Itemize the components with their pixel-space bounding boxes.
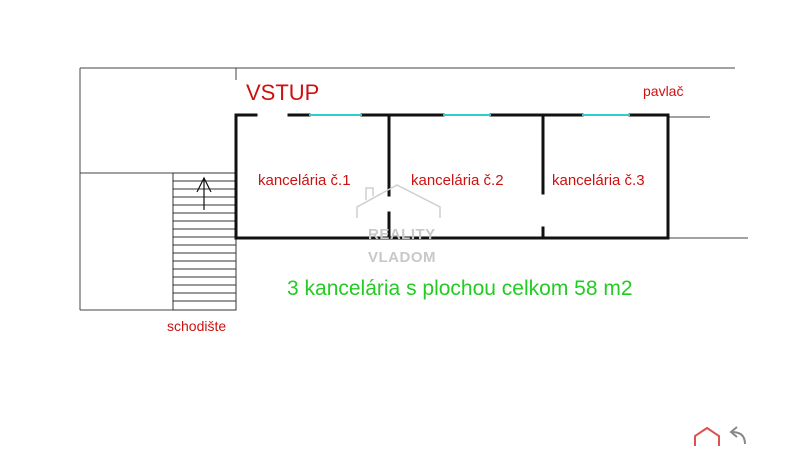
entrance-label: VSTUP [246,80,320,105]
watermark-house-icon [356,184,441,218]
stairs-label: schodište [167,318,227,334]
room-label-3: kancelária č.3 [552,172,645,189]
back-arrow-icon [729,426,746,445]
watermark-line-1: REALITY [368,226,436,243]
office-walls [234,113,670,240]
stairs-arrow-icon [196,176,212,210]
staircase [172,172,237,311]
stair-steps [173,180,236,302]
house-logo-icon [694,426,720,446]
room-label-2: kancelária č.2 [411,172,504,189]
summary-text: 3 kancelária s plochou celkom 58 m2 [287,277,633,300]
room-label-1: kancelária č.1 [258,172,351,189]
watermark-line-2: VLADOM [368,249,436,266]
gallery-label: pavlač [643,83,684,99]
outer-lines [79,67,748,311]
